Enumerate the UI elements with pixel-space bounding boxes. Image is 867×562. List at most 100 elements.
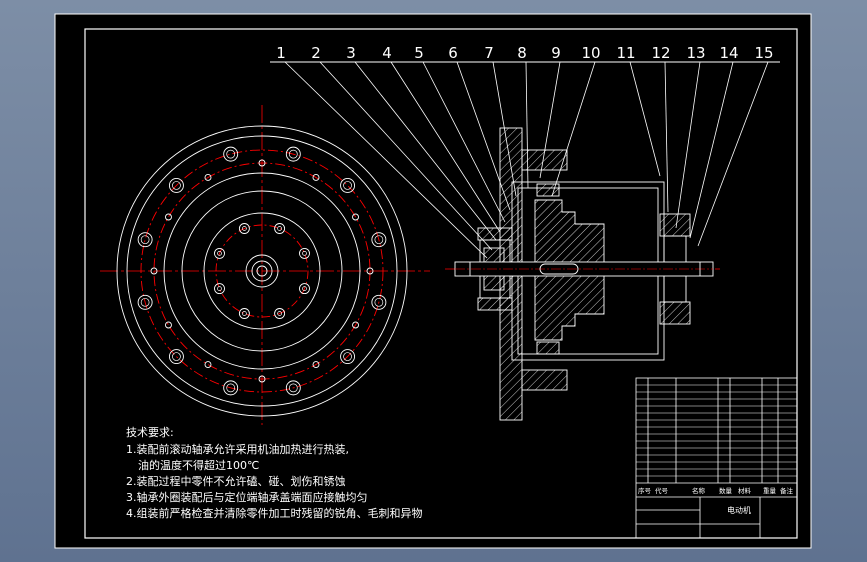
leader-line [697,61,769,247]
end-view [100,105,430,425]
shaft-circle [251,260,273,282]
outer-bolt-hole [340,349,356,365]
weight-header: 重量 [763,487,777,495]
bore-circle [245,254,279,288]
hub-bolt-hole-inner [302,251,307,256]
pitch-hole [352,213,359,221]
outer-bolt-hole-inner [226,149,236,159]
hub-bolt-hole-inner [302,286,307,291]
outer-bolt-hole-inner [172,352,181,361]
hub-bolt-hole-inner [242,226,247,231]
pitch-hole [258,159,266,167]
part-number-label: 11 [616,44,635,62]
remark-header: 备注 [780,486,794,495]
leader-line [492,61,517,197]
part-number-label: 8 [517,44,527,62]
part-number-label: 10 [581,44,600,62]
part-number-label: 3 [346,44,356,62]
step-circle [181,190,343,352]
hub-bolt-holes [214,223,310,319]
leader-line [539,61,561,179]
hub-bolt-hole [299,247,310,259]
pitch-hole [312,361,320,368]
outer-bolt-hole [340,177,356,193]
outer-bolt-hole [168,177,184,193]
inner-pitch-circle [153,162,371,380]
hub-bolt-hole [214,283,225,295]
parts-list-rows [636,384,797,477]
outer-bolt-hole-inner [343,181,352,190]
outer-bolt-hole [285,146,301,162]
shaft-keyway [539,263,579,275]
pitch-hole [204,174,212,181]
leader-line [525,61,529,189]
outer-bolt-hole [285,380,301,396]
note-line-2: 油的温度不得超过100℃ [138,458,259,472]
hub-bolt-hole [238,308,250,319]
part-number-label: 14 [719,44,738,62]
leader-line [664,61,669,213]
part-number-label: 1 [276,44,286,62]
part-number-label: 2 [311,44,321,62]
technical-notes: 技术要求: 1.装配前滚动轴承允许采用机油加热进行热装, 油的温度不得超过100… [126,426,423,520]
code-header: 代号 [655,486,669,495]
pitch-hole [165,213,172,221]
outer-bolt-hole-inner [288,149,298,159]
hub-circle [203,212,321,330]
leader-line [689,61,734,239]
upper-bearing [536,183,560,197]
note-line-4: 3.轴承外圈装配后与定位端轴承盖端面应接触均匀 [126,490,368,504]
pitch-holes [150,159,374,383]
outer-bolt-hole-inner [374,297,384,307]
body-circle [163,172,361,370]
outer-bolt-hole [168,349,184,365]
hub-bolt-hole [299,283,310,295]
part-number-label: 13 [686,44,705,62]
flange-inner-circle [126,135,398,407]
outer-bolt-hole [371,294,387,310]
outer-bolt-hole-inner [226,383,236,393]
outer-bolt-hole-inner [343,352,352,361]
outer-bolt-circle [140,149,384,393]
drawing-name: 电动机 [727,505,751,515]
hub-bolt-hole [274,308,286,319]
part-number-label: 6 [448,44,458,62]
name-header: 名称 [692,486,706,495]
outer-bolt-hole-inner [172,181,181,190]
note-line-1: 1.装配前滚动轴承允许采用机油加热进行热装, [126,442,349,456]
hub-bolt-hole-inner [277,226,282,231]
hub-bolt-hole [238,223,250,234]
pitch-hole [366,267,374,275]
outer-bolt-hole [137,232,153,248]
section-view [445,127,720,421]
hub-bolt-hole [214,247,225,259]
title-block-frame [635,377,798,539]
pitch-hole [312,174,320,181]
part-number-label: 12 [651,44,670,62]
part-number-label: 15 [754,44,773,62]
pitch-hole [258,375,266,383]
pitch-hole [204,361,212,368]
leader-line [284,61,488,259]
hub-bolt-hole-inner [277,311,282,316]
outer-bolt-hole-inner [374,235,384,245]
outer-bolt-hole [371,232,387,248]
title-block [635,377,798,539]
pitch-hole [150,267,158,275]
leader-line [422,61,506,223]
flange-bottom-lug [521,369,568,391]
hub-bolt-hole [274,223,286,234]
pitch-hole [165,321,172,329]
outer-bolt-hole [137,294,153,310]
flange-outer-circle [116,125,408,417]
outer-bolt-hole-inner [140,235,150,245]
material-header: 材料 [738,486,752,495]
notes-heading: 技术要求: [126,426,174,439]
part-number-label: 9 [551,44,561,62]
drawing-sheet [54,13,812,549]
leader-line [390,61,501,233]
lower-bearing [536,341,560,355]
pitch-hole [352,321,359,329]
